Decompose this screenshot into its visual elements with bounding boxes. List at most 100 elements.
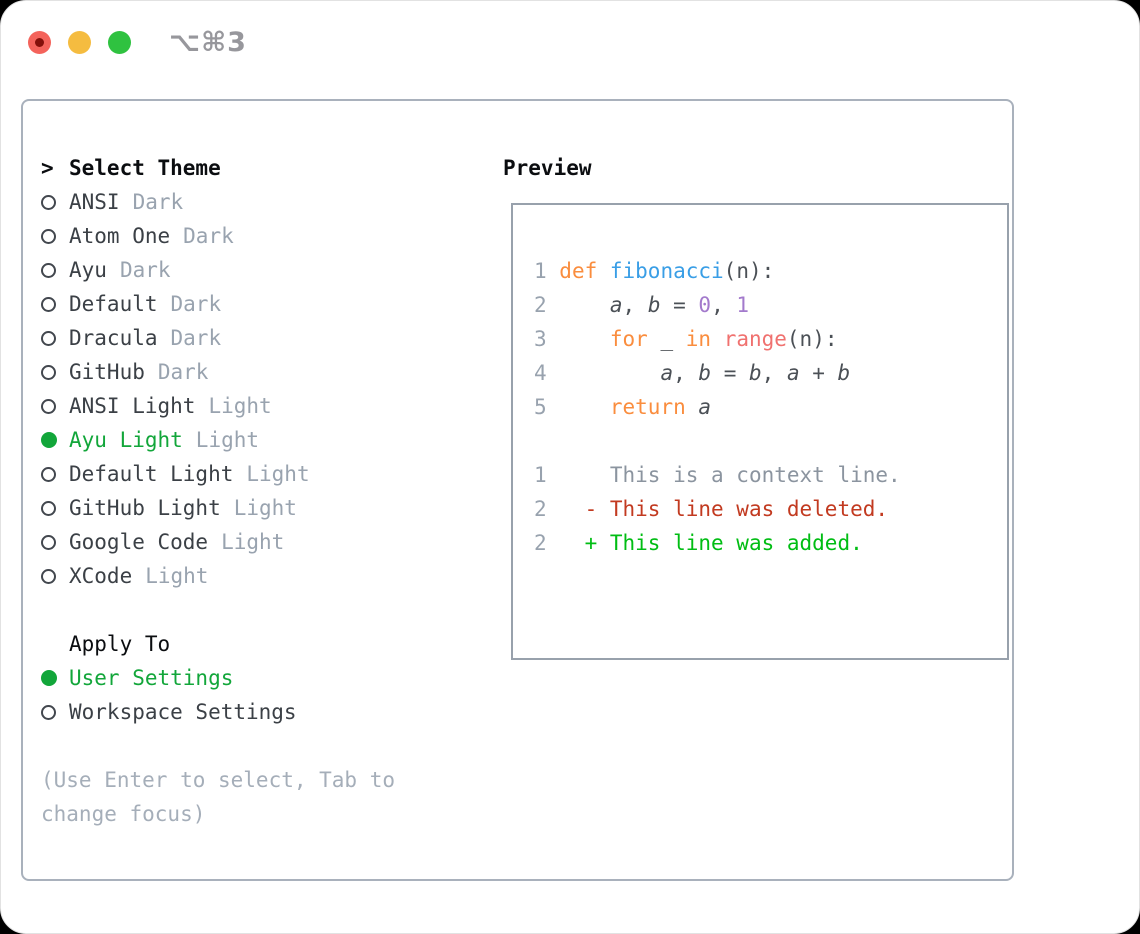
code-token-code_plain: , bbox=[673, 361, 699, 385]
preview-code-line: 5 return a bbox=[534, 390, 1007, 424]
radio-icon[interactable] bbox=[41, 398, 56, 414]
radio-gutter bbox=[41, 364, 69, 380]
theme-variant-tag: Dark bbox=[170, 326, 222, 350]
radio-icon[interactable] bbox=[41, 364, 56, 380]
window-shortcut-label: ⌥⌘3 bbox=[169, 27, 247, 58]
preview-diff-line-context: 1 This is a context line. bbox=[534, 458, 1007, 492]
radio-icon[interactable] bbox=[41, 228, 56, 244]
code-token-variable: b bbox=[749, 361, 762, 385]
option-label: Default Light bbox=[69, 462, 234, 486]
radio-icon[interactable] bbox=[41, 466, 56, 482]
code-token-variable: b bbox=[837, 361, 851, 385]
theme-item-ansi-light[interactable]: ANSI Light Light bbox=[41, 389, 395, 423]
theme-variant-tag: Dark bbox=[119, 258, 171, 282]
line-number: 2 bbox=[534, 497, 560, 521]
code-token-code_plain: , bbox=[761, 361, 787, 385]
theme-item-github[interactable]: GitHub Dark bbox=[41, 355, 395, 389]
select-theme-header: > Select Theme bbox=[41, 151, 395, 185]
theme-variant-tag: Dark bbox=[132, 190, 184, 214]
prompt-caret: > bbox=[41, 156, 54, 180]
diff-text-context: This is a context line. bbox=[559, 463, 901, 487]
line-number: 1 bbox=[534, 259, 560, 283]
preview-code-line: 3 for _ in range(n): bbox=[534, 322, 1007, 356]
preview-diff-line-deleted: 2 - This line was deleted. bbox=[534, 492, 1007, 526]
code-token-keyword: def bbox=[559, 259, 610, 283]
theme-variant-tag: Dark bbox=[170, 292, 222, 316]
theme-item-ansi[interactable]: ANSI Dark bbox=[41, 185, 395, 219]
radio-icon[interactable] bbox=[41, 330, 56, 346]
code-token-code_plain bbox=[559, 395, 610, 419]
radio-icon[interactable] bbox=[41, 194, 56, 210]
preview-code-line: 1 def fibonacci(n): bbox=[534, 254, 1007, 288]
radio-gutter bbox=[41, 670, 69, 686]
radio-gutter bbox=[41, 228, 69, 244]
line-number: 4 bbox=[534, 361, 560, 385]
radio-icon[interactable] bbox=[41, 568, 56, 584]
radio-gutter bbox=[41, 194, 69, 210]
code-token-variable: a bbox=[786, 361, 800, 385]
preview-title: Preview bbox=[503, 156, 592, 180]
radio-gutter bbox=[41, 704, 69, 720]
code-token-code_plain: (n): bbox=[786, 327, 838, 351]
apply-option-workspace-settings[interactable]: Workspace Settings bbox=[41, 695, 395, 729]
radio-gutter bbox=[41, 330, 69, 346]
radio-selected-icon[interactable] bbox=[41, 432, 57, 448]
code-token-code_plain bbox=[559, 293, 610, 317]
radio-gutter bbox=[41, 500, 69, 516]
radio-gutter bbox=[41, 466, 69, 482]
radio-gutter bbox=[41, 432, 69, 448]
option-label: Google Code bbox=[69, 530, 209, 554]
titlebar: ⌥⌘3 bbox=[28, 27, 247, 58]
close-dot-icon bbox=[35, 38, 44, 47]
theme-variant-tag: Light bbox=[145, 564, 209, 588]
radio-icon[interactable] bbox=[41, 534, 56, 550]
code-token-code_plain: = bbox=[660, 293, 699, 317]
zoom-button[interactable] bbox=[108, 31, 131, 54]
code-token-number: 0 bbox=[698, 293, 712, 317]
option-label: ANSI bbox=[69, 190, 120, 214]
code-token-code_plain: (n): bbox=[723, 259, 775, 283]
hint-line-2: change focus) bbox=[41, 802, 206, 826]
option-label: ANSI Light bbox=[69, 394, 196, 418]
close-button[interactable] bbox=[28, 31, 51, 54]
option-label: GitHub bbox=[69, 360, 145, 384]
preview-code-line: 2 a, b = 0, 1 bbox=[534, 288, 1007, 322]
code-token-variable: a bbox=[698, 395, 712, 419]
theme-variant-tag: Dark bbox=[157, 360, 209, 384]
minimize-button[interactable] bbox=[68, 31, 91, 54]
apply-option-user-settings[interactable]: User Settings bbox=[41, 661, 395, 695]
code-token-number: 1 bbox=[736, 293, 750, 317]
code-token-variable: b bbox=[647, 293, 661, 317]
code-token-function_name: fibonacci bbox=[609, 259, 724, 283]
radio-selected-icon[interactable] bbox=[41, 670, 57, 686]
code-token-code_plain: + bbox=[799, 361, 838, 385]
radio-icon[interactable] bbox=[41, 500, 56, 516]
line-number: 3 bbox=[534, 327, 560, 351]
diff-text-added: + This line was added. bbox=[559, 531, 863, 555]
radio-gutter bbox=[41, 534, 69, 550]
radio-icon[interactable] bbox=[41, 262, 56, 278]
apply-to-title: Apply To bbox=[69, 632, 171, 656]
theme-variant-tag: Light bbox=[208, 394, 272, 418]
code-token-code_plain: _ bbox=[660, 327, 686, 351]
theme-variant-tag: Light bbox=[233, 496, 297, 520]
theme-item-xcode[interactable]: XCode Light bbox=[41, 559, 395, 593]
radio-gutter bbox=[41, 296, 69, 312]
radio-icon[interactable] bbox=[41, 296, 56, 312]
option-label: XCode bbox=[69, 564, 133, 588]
radio-icon[interactable] bbox=[41, 704, 56, 720]
blank-line bbox=[534, 424, 1007, 458]
line-number: 1 bbox=[534, 463, 560, 487]
